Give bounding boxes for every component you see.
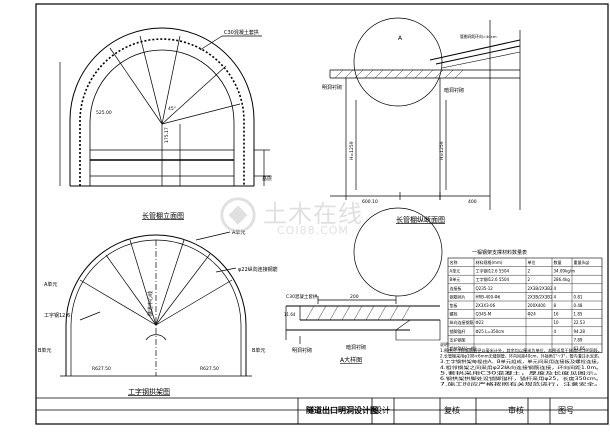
note-line: 4.相邻钢架之间采用φ22纵向连接钢筋连接，环向间距1.0m。 (440, 364, 602, 370)
material-table-title: 一榀钢架支撑材料数量表 (472, 249, 527, 256)
portal-dim-right: 175.17 (164, 127, 170, 143)
note-line: 6.钢拱架拱脚处设锁脚锚杆，锚杆采用φ25，长度350cm。 (440, 375, 602, 381)
note-line: 5.套拱采用C30混凝土，厚度及长度见图示。 (440, 369, 602, 375)
table-cell: 16 (554, 312, 560, 317)
table-cell: 22.53 (574, 320, 586, 325)
design-label: 设计 (374, 405, 390, 415)
tunnel-centerline-label: 隧道中心线 (147, 291, 154, 316)
table-cell: Q235-12 (476, 286, 494, 291)
notes-list: 1.图中尺寸除钢筋直径以毫米计外，其余均以厘米为单位，本图适用于隧道出口明洞段。… (440, 347, 602, 387)
note-line: 1.图中尺寸除钢筋直径以毫米计外，其余均以厘米为单位，本图适用于隧道出口明洞段。 (440, 347, 602, 353)
table-header-cell: 重量(kg) (574, 259, 590, 265)
steel-arch-title: 工字钢拱架图 (128, 387, 170, 396)
table-cell: Φ25 L=350cm (476, 329, 505, 334)
detail-c30-label: C30混凝土套拱 (286, 293, 318, 300)
arch-a-unit-left: A单元 (44, 281, 57, 288)
longitudinal-section-view (329, 17, 521, 297)
drawing-no-label: 图号 (558, 406, 574, 415)
table-cell: 2X3B/2X3B2 (528, 294, 553, 299)
detail-open-lining-label: 明洞衬砌 (292, 347, 312, 354)
table-cell: 2X3B/2X3B2 (528, 286, 553, 291)
table-cell: 2 (528, 277, 531, 282)
table-cell: 工字钢I12.6 5504 (476, 268, 510, 274)
pipe-spacing-label: 管棚间距环向=40cm (460, 34, 497, 39)
section-dim-right: 400 (468, 199, 477, 205)
table-cell: 工字钢I12.6 5504 (476, 276, 510, 282)
table-cell: 34.09kg/m (554, 269, 576, 274)
table-header-cell: 名称 (450, 259, 458, 265)
detail-a-title: A大样图 (340, 356, 362, 364)
steel-arch-view (60, 231, 252, 377)
section-dim-h1: H=1259 (349, 141, 355, 160)
note-line: 7.施工时应严格按照有关规范进行，注意安全。 (440, 381, 602, 387)
table-cell: 8 (554, 303, 557, 308)
sheet-frame (35, 3, 609, 425)
table-cell: 钢筋网片 (450, 293, 466, 299)
portal-angle-label: 45° (168, 106, 176, 112)
section-dim-left: 600.10 (362, 199, 378, 205)
arch-a-unit-top: A单元 (232, 229, 245, 236)
table-cell: 1.85 (574, 312, 583, 317)
table-header-cell: 数量 (554, 259, 562, 265)
table-cell: Φ22 (476, 320, 485, 325)
drawing-title: 隧道出口明洞设计图 (306, 405, 378, 415)
table-cell: B单元 (450, 276, 461, 282)
note-line: 3.工字钢拱架每榀由A、B单元组成，单元间采用连接板及螺栓连接。 (440, 358, 602, 364)
arch-b-unit-left: B单元 (38, 347, 51, 354)
portal-elevation-view (59, 27, 270, 187)
table-cell: 2 (528, 269, 531, 274)
portal-elevation-title: 长管棚立面图 (142, 211, 184, 220)
table-cell: 锁脚锚杆 (450, 328, 466, 334)
detail-dark-lining-label: 暗洞衬砌 (346, 344, 366, 351)
notes-heading: 说明： (440, 341, 452, 347)
table-cell: 4 (554, 294, 557, 299)
i-beam-label: 工字钢12.6 (44, 312, 70, 319)
table-cell: 纵向连接钢筋 (450, 319, 474, 325)
detail-dim-top: 200 (350, 294, 359, 300)
table-cell: 94.28 (574, 329, 586, 334)
table-cell: 超前锚杆(一榀) (450, 345, 478, 351)
table-cell: 4 (554, 286, 557, 291)
table-cell: HRB-400-Φ6 (476, 294, 501, 299)
open-cut-lining-label: 明洞衬砌 (322, 84, 342, 91)
portal-dim-left: 525.00 (96, 110, 112, 116)
table-cell: 61.66 (574, 346, 586, 351)
table-cell: Φ24 (528, 312, 537, 317)
table-cell: 0.81 (574, 294, 583, 299)
table-cell: 2X3X3-06 (476, 303, 496, 308)
title-block (36, 397, 608, 424)
note-line: 2.长管棚采用φ108×6mm无缝钢管，环向间距40cm，外插角1°~3°，管内… (440, 353, 602, 359)
table-cell: 螺栓 (450, 311, 458, 317)
table-cell: 0.48 (574, 303, 583, 308)
concrete-arch-label: C30混凝土套拱 (224, 29, 259, 36)
table-cell: 286.4kg (554, 277, 571, 282)
table-cell: 4 (554, 329, 557, 334)
arch-dim-label: R627.50 (92, 366, 111, 372)
table-cell: A单元 (450, 268, 461, 274)
portal-right-side-label: 基层 (262, 175, 272, 182)
detail-dim-left: 11.64 (284, 312, 296, 317)
table-cell: 200X400 (528, 303, 546, 308)
arch-b-unit-right: B单元 (252, 347, 265, 354)
table-header-cell: 单位 (528, 259, 536, 265)
table-cell: 7.89 (574, 337, 583, 342)
tunnel-lining-label: 暗洞衬砌 (444, 87, 464, 94)
table-cell: 10 (554, 320, 560, 325)
approve-label: 审核 (508, 405, 524, 415)
table-cell: 垫板 (450, 302, 458, 308)
review-label: 复核 (444, 405, 460, 415)
table-cell: 连接板 (450, 285, 462, 291)
table-cell: 支护钢架 (450, 336, 466, 342)
arch-dim-right-label: R627.50 (200, 366, 219, 372)
table-cell: Q345-M (476, 312, 492, 317)
connector-rebar-label: φ22纵向连接钢筋 (238, 266, 278, 273)
section-a-label: A (398, 35, 403, 42)
longitudinal-section-title: 长管棚纵断面图 (396, 215, 445, 224)
detail-a-view (285, 296, 441, 344)
section-dim-h2: H=1259 (439, 141, 445, 160)
table-header-cell: 材料规格(mm) (476, 259, 503, 265)
